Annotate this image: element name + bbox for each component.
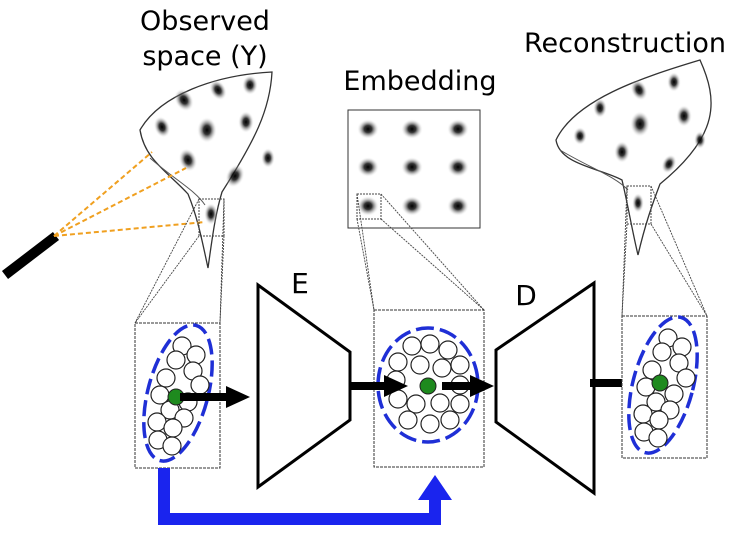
arrow-encoder-to-embedding <box>350 375 408 397</box>
decoder-block <box>494 280 596 496</box>
observed-zoom-patch <box>198 198 225 237</box>
reconstruction-surface <box>555 59 712 256</box>
embedding-zoom-patch <box>356 193 382 220</box>
observed-surface <box>139 71 275 269</box>
embedding-points <box>386 334 470 434</box>
output-center-point <box>651 374 669 392</box>
arrow-input-to-encoder <box>180 386 250 408</box>
reconstruction-surface-blobs <box>573 72 706 213</box>
observed-zoom-lines <box>134 198 225 324</box>
reconstruction-zoom-lines <box>621 185 708 317</box>
input-points <box>147 336 210 456</box>
observed-surface-blobs <box>153 75 275 225</box>
laser-rays <box>53 151 206 237</box>
arrow-embedding-to-decoder <box>442 375 494 397</box>
embedding-center-point <box>419 377 437 395</box>
embedding-zoom-lines <box>356 193 485 311</box>
encoder-label: E <box>291 267 309 300</box>
observed-space-title-line2: space (Y) <box>142 41 267 72</box>
observed-space-title-line1: Observed <box>140 6 270 37</box>
encoder-block <box>256 282 352 490</box>
reconstruction-title: Reconstruction <box>524 28 726 59</box>
skip-connection-arrow <box>158 468 452 525</box>
embedding-grid-blobs <box>357 119 469 216</box>
sensor-device <box>1 232 60 279</box>
output-patch <box>621 315 708 459</box>
reconstruction-zoom-patch <box>626 185 652 225</box>
embedding-title: Embedding <box>343 66 496 97</box>
embedding-grid <box>347 109 481 229</box>
decoder-label: D <box>515 279 537 312</box>
output-points <box>633 328 696 448</box>
